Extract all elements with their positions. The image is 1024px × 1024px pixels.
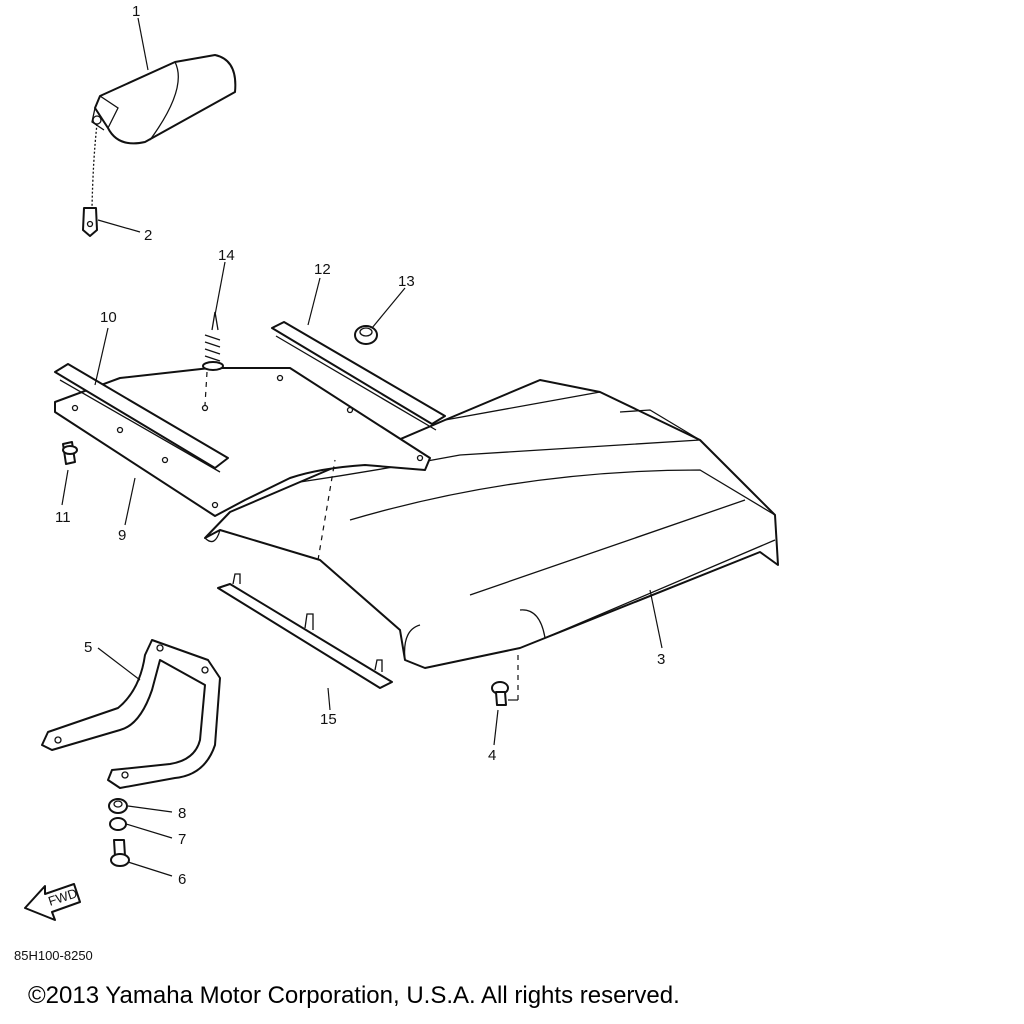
part-bolt-4 (491, 655, 519, 706)
copyright-notice: ©2013 Yamaha Motor Corporation, U.S.A. A… (28, 982, 680, 1009)
part-cover-1 (91, 54, 237, 209)
part-nut-8 (108, 798, 128, 814)
part-washer-7 (109, 817, 127, 831)
part-bolt-11 (62, 441, 78, 465)
drawing-code: 85H100-8250 (14, 948, 93, 963)
part-rail-10 (54, 363, 229, 473)
callout-5: 5 (84, 639, 92, 656)
callout-9: 9 (118, 527, 126, 544)
callout-11: 11 (55, 509, 71, 526)
fwd-arrow-icon: FWD (24, 883, 81, 921)
callout-2: 2 (144, 227, 152, 244)
callout-12: 12 (314, 261, 331, 278)
callout-1: 1 (132, 3, 140, 20)
callout-4: 4 (488, 747, 496, 764)
part-panel-3 (204, 379, 779, 669)
part-bar-15 (217, 459, 393, 689)
callout-10: 10 (100, 309, 117, 326)
part-bracket-5 (41, 639, 221, 789)
part-rail-12 (271, 321, 446, 431)
callout-3: 3 (657, 651, 665, 668)
callout-8: 8 (178, 805, 186, 822)
leader-lines (61, 17, 663, 877)
part-plate-9 (54, 367, 431, 517)
callout-15: 15 (320, 711, 337, 728)
part-grommet-13 (354, 325, 378, 345)
part-bolt-6 (110, 839, 130, 867)
callout-7: 7 (178, 831, 186, 848)
callout-13: 13 (398, 273, 415, 290)
callout-6: 6 (178, 871, 186, 888)
part-pin-2 (82, 207, 98, 237)
part-spring-14 (202, 311, 224, 406)
callout-14: 14 (218, 247, 235, 264)
